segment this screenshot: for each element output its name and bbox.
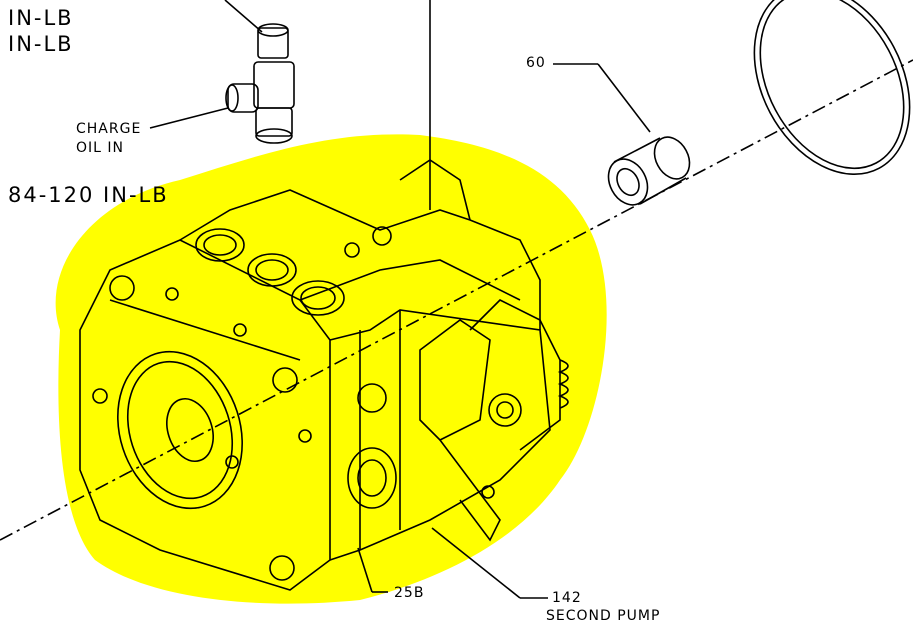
callout-pump-name: SECOND PUMP (546, 608, 661, 624)
seal-leader (357, 547, 373, 593)
coupler-part (607, 136, 691, 206)
callout-coupler: 60 (526, 55, 546, 71)
charge-oil-label-2: OIL IN (76, 140, 124, 156)
pump-body (79, 159, 569, 591)
pump-leader (431, 527, 521, 599)
torque-leader (224, 0, 263, 33)
coupler-leader-diag (597, 63, 651, 133)
torque-label-2: IN-LB (8, 32, 74, 56)
o-ring (753, 0, 911, 176)
charge-oil-fitting (225, 23, 295, 144)
shaft-axis-line (0, 59, 913, 541)
charge-oil-label-1: CHARGE (76, 121, 142, 137)
pump-highlight (55, 134, 607, 604)
o-ring-inner (759, 0, 905, 170)
callout-seal: 25B (394, 585, 425, 601)
callout-pump-number: 142 (552, 590, 582, 606)
torque-label-1: IN-LB (8, 6, 74, 30)
torque-spec-label: 84-120 IN-LB (8, 183, 169, 207)
charge-oil-leader (149, 107, 229, 129)
